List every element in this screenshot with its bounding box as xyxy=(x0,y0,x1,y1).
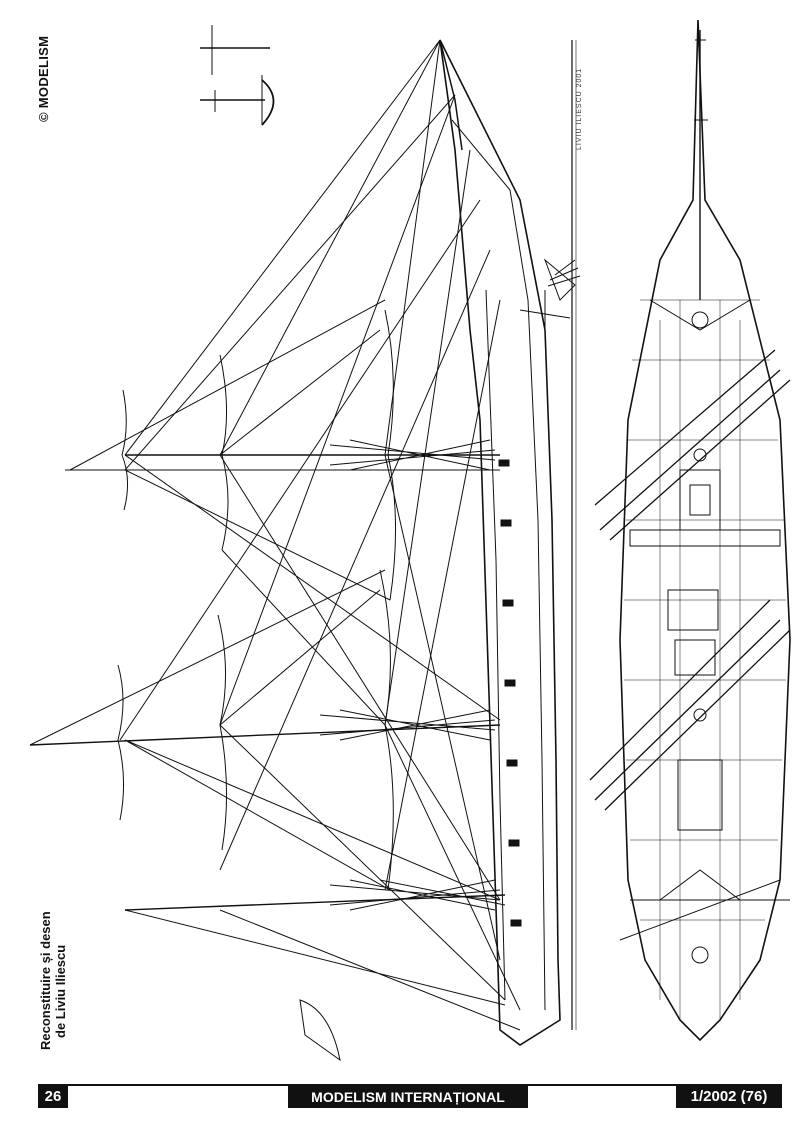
anchor-detail xyxy=(200,25,275,126)
footer-rule xyxy=(38,1084,782,1086)
credit-line-2: de Liviu Iliescu xyxy=(53,944,68,1038)
issue-number: 1/2002 (76) xyxy=(676,1086,782,1108)
author-credit: Reconstituire și desen de Liviu Iliescu xyxy=(38,911,68,1050)
magazine-title: MODELISM INTERNAȚIONAL xyxy=(288,1086,528,1108)
deck-plan xyxy=(589,19,791,1042)
credit-line-1: Reconstituire și desen xyxy=(38,911,53,1050)
copyright-label: © MODELISM xyxy=(36,35,51,122)
artist-signature: LIVIU ILIESCU 2001 xyxy=(576,67,583,150)
side-elevation xyxy=(29,39,581,1062)
page-number: 26 xyxy=(38,1086,68,1108)
page-footer: 26 MODELISM INTERNAȚIONAL 1/2002 (76) xyxy=(38,1084,782,1110)
